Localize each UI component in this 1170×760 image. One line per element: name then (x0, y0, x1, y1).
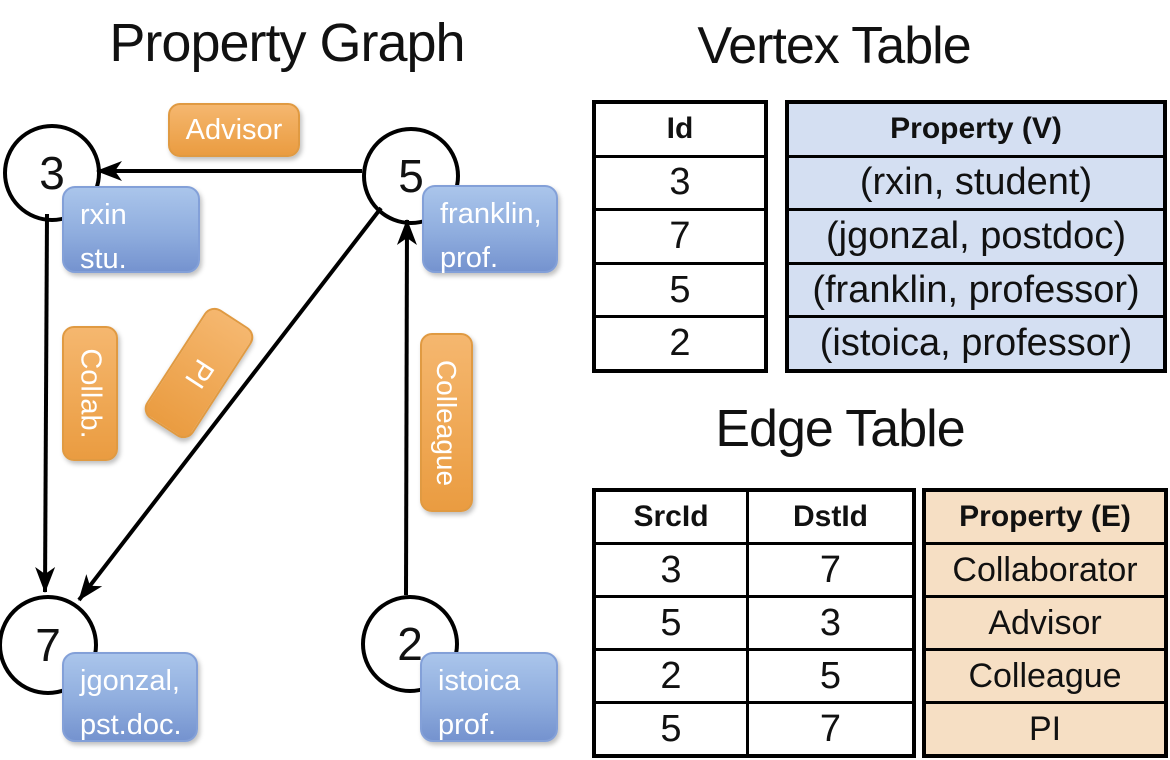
node-5-property-box: franklin, prof. (422, 185, 558, 274)
vertex-table-row-property: (rxin, student) (789, 154, 1163, 209)
node-3-property-box: rxin stu. (62, 186, 200, 275)
edge-pi-5-to-7 (77, 206, 383, 602)
vertex-table-row-id: 2 (596, 315, 764, 369)
edge-table-cell-srcid: 2 (660, 654, 682, 697)
edge-table-cell-property: PI (926, 701, 1164, 754)
edge-table-property-column: Property (E) Collaborator Advisor Collea… (922, 488, 1168, 758)
vertex-table-id-column: Id 3 7 5 2 (592, 100, 768, 373)
node-2-id: 2 (397, 618, 423, 670)
vertex-table-row-property: (jgonzal, postdoc) (789, 208, 1163, 262)
vertex-table-row-id: 5 (596, 261, 764, 316)
edge-table-cell-property: Collaborator (926, 542, 1164, 595)
edge-table-cell-srcid: 3 (660, 548, 682, 591)
node-5-id: 5 (398, 150, 424, 202)
edge-table-cell-dstid: 7 (746, 704, 912, 754)
edge-collab-3-to-7 (35, 213, 56, 593)
edge-table-cell-property: Colleague (926, 648, 1164, 701)
vertex-table-row-id: 7 (596, 208, 764, 262)
edge-table-cell-dstid: 3 (746, 598, 912, 648)
node-2-property-box: istoica prof. (420, 652, 558, 742)
property-graph-title: Property Graph (109, 13, 465, 73)
vertex-table-header-property: Property (V) (890, 112, 1062, 146)
edge-colleague-2-to-5 (396, 219, 417, 596)
edge-table-row: 2 5 (596, 648, 912, 701)
vertex-table-property-column: Property (V) (rxin, student) (jgonzal, p… (785, 100, 1167, 373)
edge-table-cell-srcid: 5 (660, 601, 682, 644)
edge-table-cell-dstid: 5 (746, 651, 912, 701)
node-2-property-line1: istoica (438, 665, 521, 697)
node-7-property-line1: jgonzal, (80, 665, 180, 697)
node-3-id: 3 (39, 147, 65, 199)
node-7-property-box: jgonzal, pst.doc. (62, 652, 198, 742)
node-7-property-line2: pst.doc. (80, 708, 182, 741)
vertex-table-row-property: (franklin, professor) (789, 261, 1163, 316)
node-7-id: 7 (35, 619, 61, 671)
edge-table-row: 3 7 (596, 542, 912, 595)
node-3-property-line2: stu. (80, 242, 127, 275)
edge-table-title: Edge Table (715, 400, 965, 458)
node-2-property-line2: prof. (438, 708, 497, 741)
edge-table-header-srcid: SrcId (633, 500, 709, 533)
edge-label-collab: Collab. (62, 326, 118, 461)
edge-table-cell-property: Advisor (926, 595, 1164, 648)
edge-table-header-property: Property (E) (959, 500, 1131, 533)
edge-table-id-columns: SrcId DstId 3 7 5 3 2 5 5 7 (592, 488, 916, 758)
edge-label-colleague: Colleague (420, 333, 473, 512)
edge-label-colleague-text: Colleague (431, 359, 463, 486)
edge-table-cell-dstid: 7 (746, 545, 912, 595)
node-3-property-line1: rxin (80, 199, 127, 231)
edge-table-cell-srcid: 5 (660, 707, 682, 750)
vertex-table-header-id: Id (666, 112, 694, 146)
vertex-table-row-property: (istoica, professor) (789, 315, 1163, 369)
edge-label-advisor-text: Advisor (185, 113, 283, 146)
edge-table-row: 5 3 (596, 595, 912, 648)
graph-node-2: 2 (361, 595, 459, 693)
graph-edges-layer (35, 161, 417, 602)
edge-table-row: 5 7 (596, 701, 912, 754)
node-5-property-line2: prof. (440, 241, 499, 274)
edge-label-pi-text: PI (178, 353, 221, 394)
vertex-table-title: Vertex Table (697, 17, 971, 75)
vertex-table-row-id: 3 (596, 154, 764, 209)
edge-label-collab-text: Collab. (74, 348, 107, 439)
node-5-property-line1: franklin, (440, 198, 542, 230)
edge-table-header-row: SrcId DstId (596, 492, 912, 542)
edge-table-header-dstid: DstId (746, 492, 912, 542)
edge-label-advisor: Advisor (168, 103, 300, 157)
